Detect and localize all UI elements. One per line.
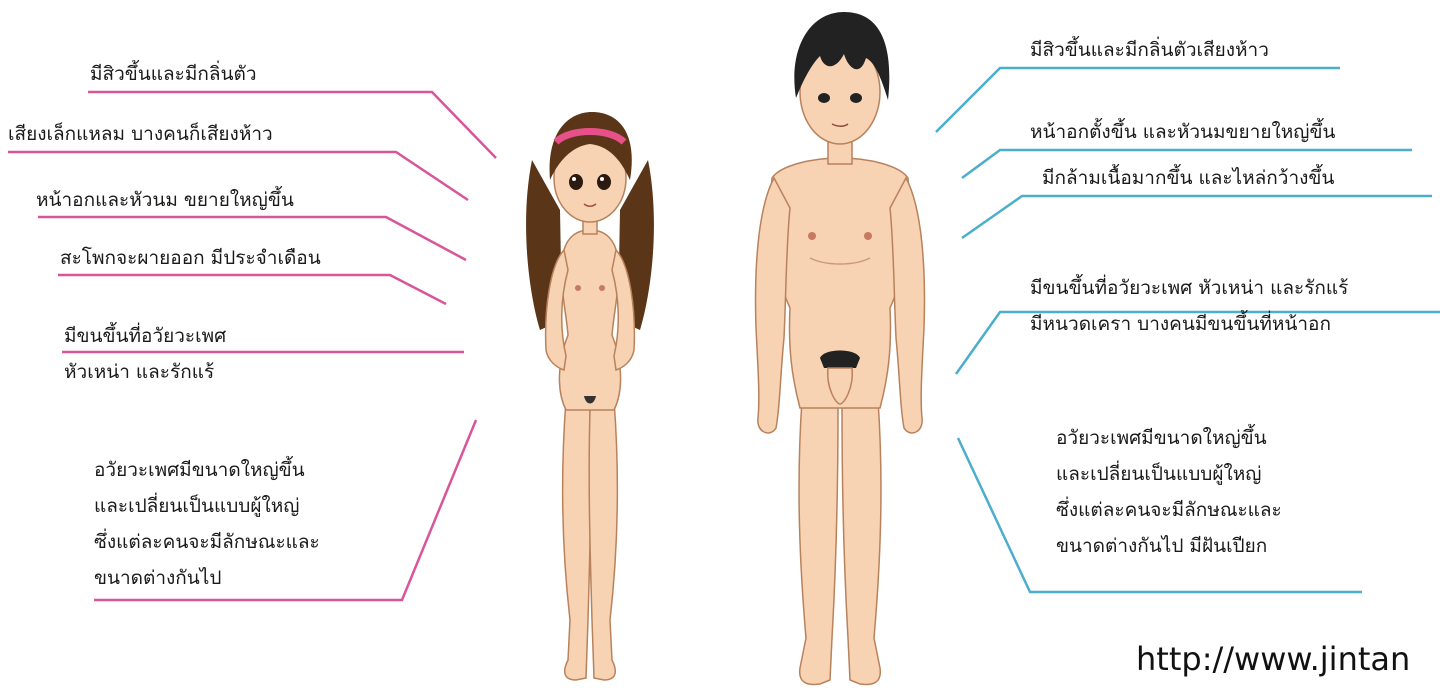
male-label-genitals: อวัยวะเพศมีขนาดใหญ่ขึ้น และเปลี่ยนเป็นแบ… xyxy=(1056,420,1282,564)
female-label-voice: เสียงเล็กแหลม บางคนก็เสียงห้าว xyxy=(8,120,273,148)
female-label-hips: สะโพกจะผายออก มีประจำเดือน xyxy=(60,244,321,272)
female-label-acne: มีสิวขึ้นและมีกลิ่นตัว xyxy=(90,60,257,88)
male-leader-3 xyxy=(962,196,1432,238)
female-leader-4 xyxy=(58,275,446,304)
source-url: http://www.jintan xyxy=(1136,640,1410,678)
female-label-hair: มีขนขึ้นที่อวัยวะเพศ หัวเหน่า และรักแร้ xyxy=(64,318,226,390)
female-figure xyxy=(510,100,670,691)
female-label-genitals: อวัยวะเพศมีขนาดใหญ่ขึ้น และเปลี่ยนเป็นแบ… xyxy=(94,452,320,596)
male-label-acne: มีสิวขึ้นและมีกลิ่นตัวเสียงห้าว xyxy=(1030,36,1269,64)
male-label-chest: หน้าอกตั้งขึ้น และหัวนมขยายใหญ่ขึ้น xyxy=(1030,118,1335,146)
male-figure xyxy=(740,8,940,691)
female-label-breasts: หน้าอกและหัวนม ขยายใหญ่ขึ้น xyxy=(36,186,294,214)
male-label-hair: มีขนขึ้นที่อวัยวะเพศ หัวเหน่า และรักแร้ … xyxy=(1030,270,1348,342)
male-label-muscles: มีกล้ามเนื้อมากขึ้น และไหล่กว้างขึ้น xyxy=(1042,164,1334,192)
